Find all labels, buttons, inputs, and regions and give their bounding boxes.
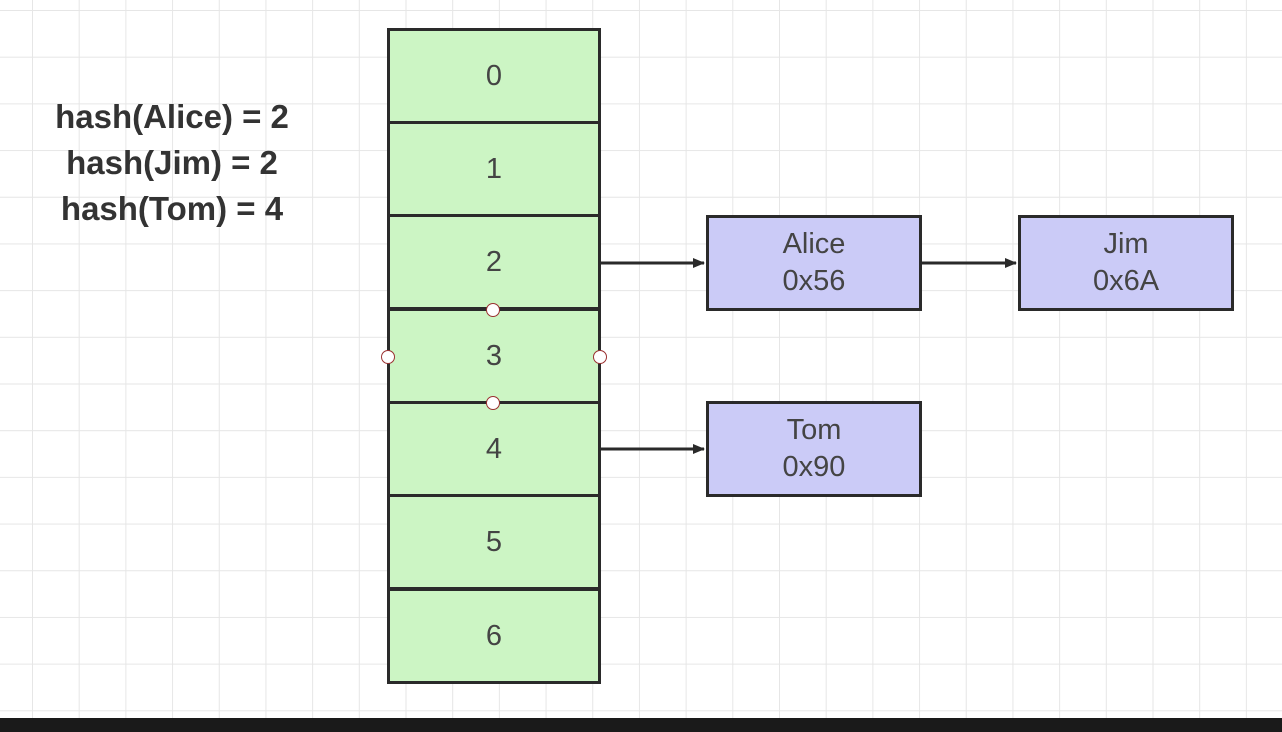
node-name: Alice: [782, 228, 846, 260]
bottom-bar: [0, 718, 1282, 732]
hash-expression-jim: hash(Jim) = 2: [66, 144, 278, 181]
bucket-index: 5: [485, 525, 503, 558]
bucket-index: 2: [485, 245, 503, 278]
hash-expression-alice: hash(Alice) = 2: [55, 98, 289, 135]
bucket-5[interactable]: 5: [387, 494, 601, 590]
bucket-index: 4: [485, 432, 503, 465]
bucket-index: 3: [485, 339, 503, 372]
node-address: 0x6A: [1092, 265, 1160, 297]
bucket-index: 1: [485, 152, 503, 185]
node-alice[interactable]: Alice 0x56: [706, 215, 922, 311]
bucket-4[interactable]: 4: [387, 401, 601, 497]
node-jim[interactable]: Jim 0x6A: [1018, 215, 1234, 311]
bucket-1[interactable]: 1: [387, 121, 601, 217]
resize-handle-left[interactable]: [381, 350, 395, 364]
bucket-6[interactable]: 6: [387, 588, 601, 684]
node-name: Jim: [1103, 228, 1149, 260]
hash-expression-tom: hash(Tom) = 4: [60, 190, 284, 227]
resize-handle-top[interactable]: [486, 303, 500, 317]
bucket-index: 0: [485, 59, 503, 92]
bucket-array: 0 1 2 3 4 5 6: [387, 28, 601, 684]
resize-handle-bottom[interactable]: [486, 396, 500, 410]
node-address: 0x56: [782, 265, 846, 297]
hash-expressions: hash(Alice) = 2 hash(Jim) = 2 hash(Tom) …: [26, 94, 318, 232]
node-tom[interactable]: Tom 0x90: [706, 401, 922, 497]
node-name: Tom: [786, 414, 842, 446]
node-address: 0x90: [782, 451, 846, 483]
resize-handle-right[interactable]: [593, 350, 607, 364]
bucket-index: 6: [485, 619, 503, 652]
